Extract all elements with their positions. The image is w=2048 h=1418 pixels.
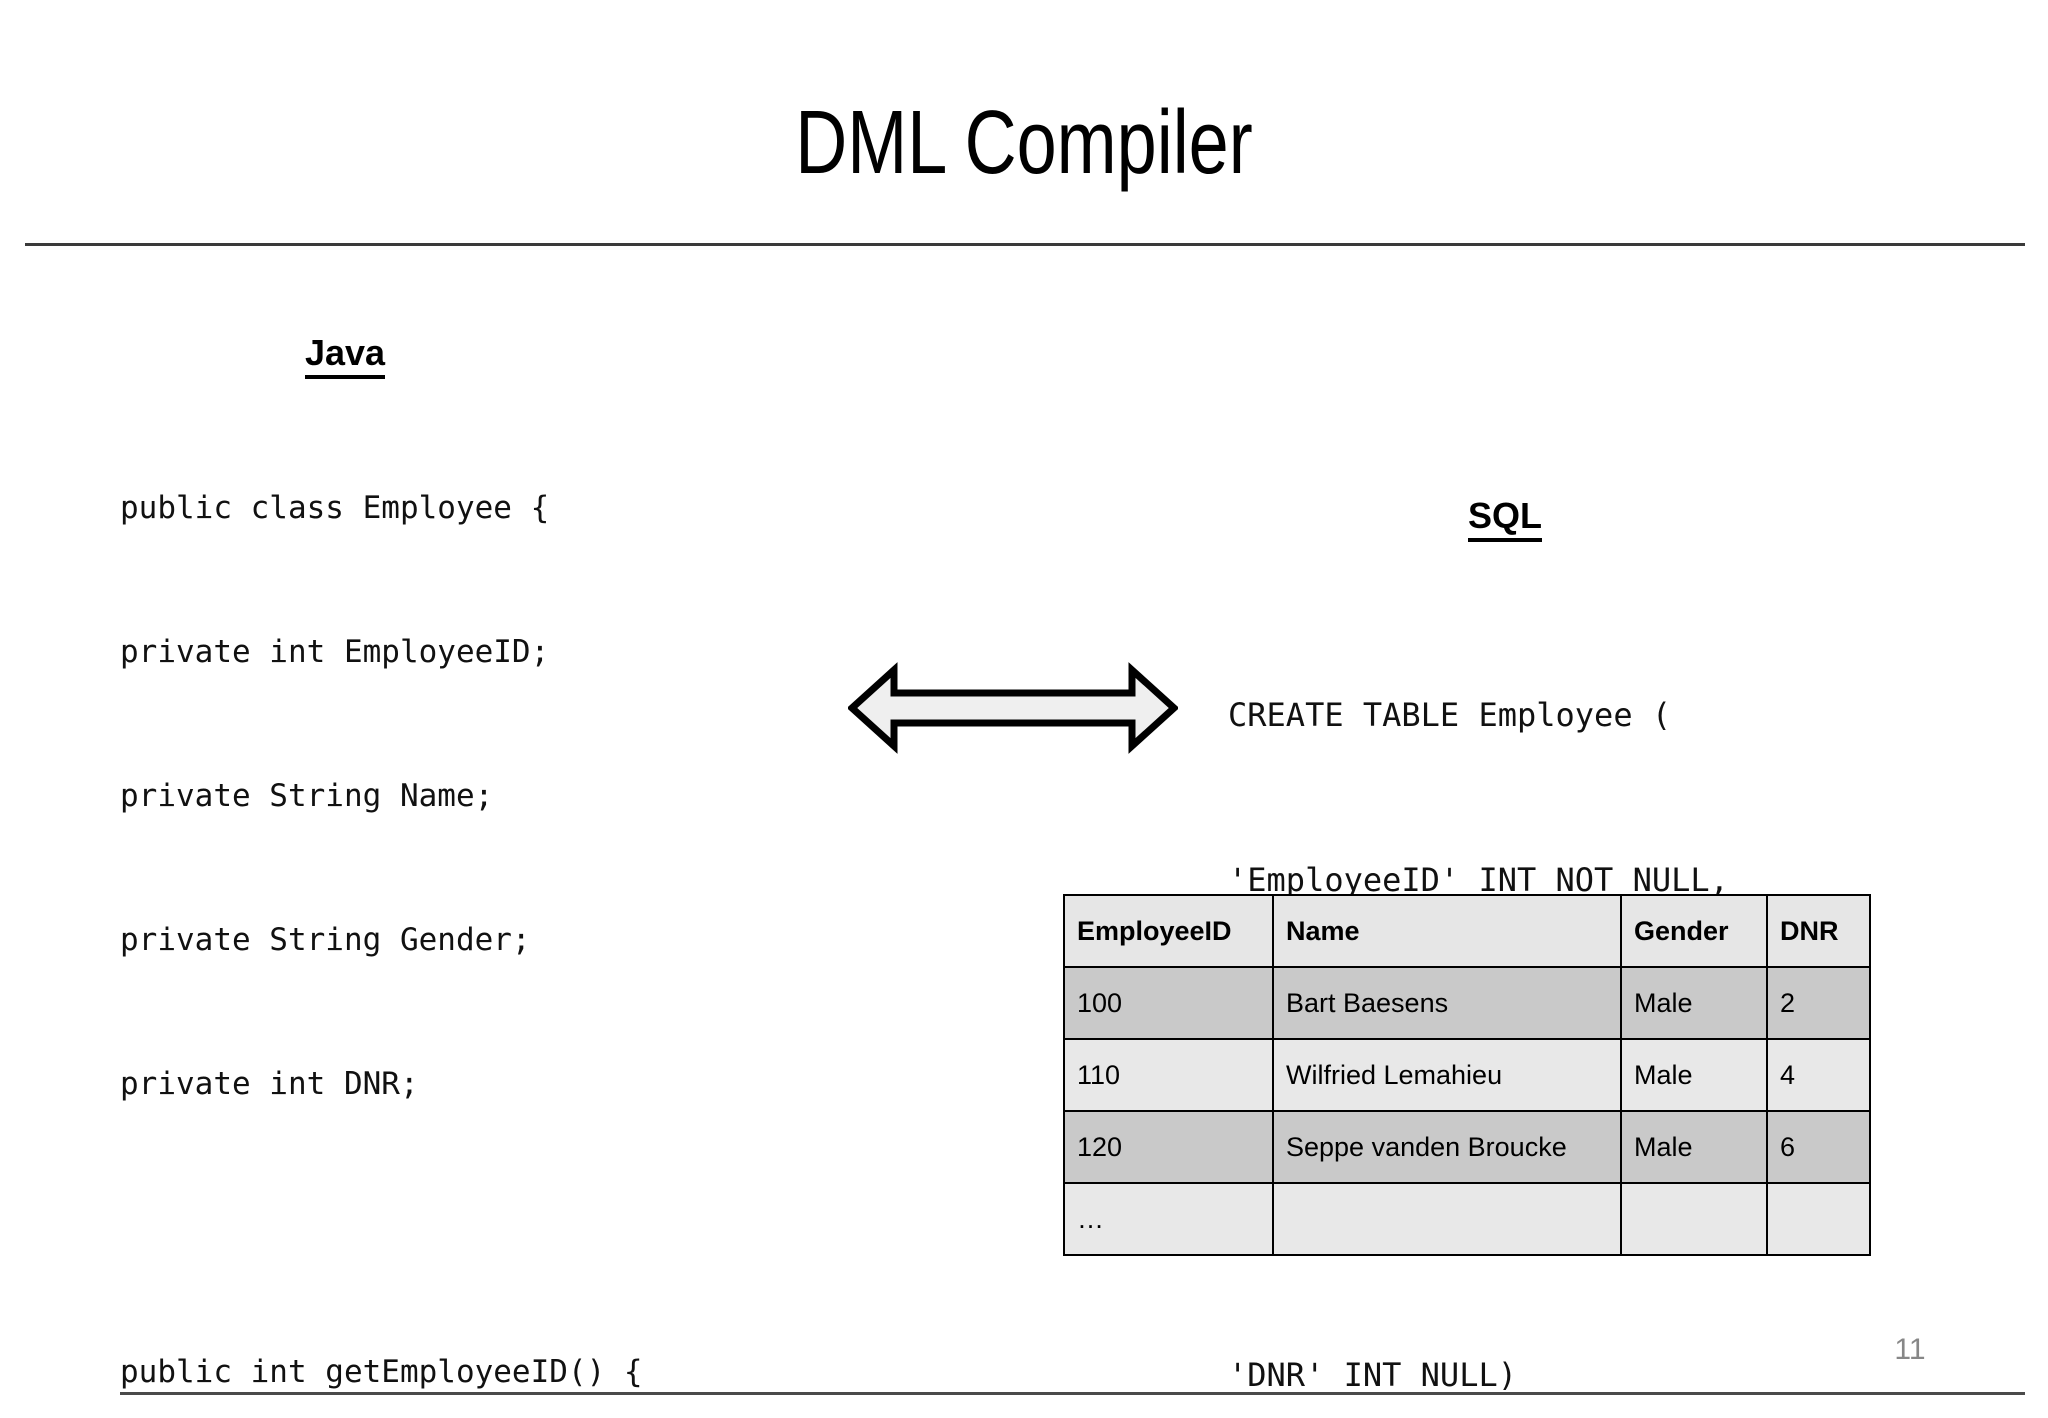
- cell-dnr: 2: [1766, 966, 1871, 1040]
- code-line: private String Name;: [120, 778, 494, 814]
- java-code-block: public class Employee { private int Empl…: [120, 388, 880, 1418]
- cell-dnr: 4: [1766, 1038, 1871, 1112]
- code-line: public int getEmployeeID() {: [120, 1354, 643, 1390]
- sql-code-line: 'DNR' INT NULL): [1228, 1356, 1517, 1394]
- table-row: 100 Bart Baesens Male 2: [1063, 966, 1871, 1040]
- cell-name: Bart Baesens: [1272, 966, 1622, 1040]
- table-header-row: EmployeeID Name Gender DNR: [1063, 894, 1871, 968]
- java-section-heading-label: Java: [304, 332, 386, 379]
- double-headed-arrow-icon: [846, 662, 1180, 754]
- slide-number: 11: [1894, 1333, 1926, 1366]
- code-line: private String Gender;: [120, 922, 531, 958]
- cell-employeeid: 110: [1063, 1038, 1274, 1112]
- footer-divider: [120, 1392, 2025, 1395]
- cell-employeeid: …: [1063, 1182, 1274, 1256]
- sql-section-heading: SQL: [1360, 495, 1650, 542]
- cell-dnr: 6: [1766, 1110, 1871, 1184]
- cell-employeeid: 120: [1063, 1110, 1274, 1184]
- cell-gender: Male: [1620, 1038, 1768, 1112]
- page-title: DML Compiler: [795, 93, 1253, 193]
- cell-gender: [1620, 1182, 1768, 1256]
- cell-name: [1272, 1182, 1622, 1256]
- double-headed-arrow-svg: [846, 662, 1180, 754]
- code-line-blank: [120, 1204, 880, 1252]
- table-row: 120 Seppe vanden Broucke Male 6: [1063, 1110, 1871, 1184]
- cell-employeeid: 100: [1063, 966, 1274, 1040]
- sql-section-heading-label: SQL: [1467, 495, 1542, 542]
- code-line: private int DNR;: [120, 1066, 419, 1102]
- cell-gender: Male: [1620, 966, 1768, 1040]
- column-header-name: Name: [1272, 894, 1622, 968]
- table-body: 100 Bart Baesens Male 2 110 Wilfried Lem…: [1063, 966, 1871, 1256]
- title-divider: [25, 243, 2025, 246]
- table-row: 110 Wilfried Lemahieu Male 4: [1063, 1038, 1871, 1112]
- column-header-employeeid: EmployeeID: [1063, 894, 1274, 968]
- code-line: private int EmployeeID;: [120, 634, 550, 670]
- column-header-gender: Gender: [1620, 894, 1768, 968]
- cell-name: Seppe vanden Broucke: [1272, 1110, 1622, 1184]
- table-row: …: [1063, 1182, 1871, 1256]
- table-header: EmployeeID Name Gender DNR: [1063, 894, 1871, 968]
- employee-data-table: EmployeeID Name Gender DNR 100 Bart Baes…: [1063, 894, 1871, 1256]
- arrow-shape: [846, 662, 1180, 754]
- code-line: public class Employee {: [120, 490, 550, 526]
- cell-dnr: [1766, 1182, 1871, 1256]
- java-section-heading: Java: [200, 332, 490, 379]
- sql-code-line: 'EmployeeID' INT NOT NULL,: [1228, 861, 1729, 899]
- cell-name: Wilfried Lemahieu: [1272, 1038, 1622, 1112]
- sql-code-line: CREATE TABLE Employee (: [1228, 696, 1672, 734]
- cell-gender: Male: [1620, 1110, 1768, 1184]
- column-header-dnr: DNR: [1766, 894, 1871, 968]
